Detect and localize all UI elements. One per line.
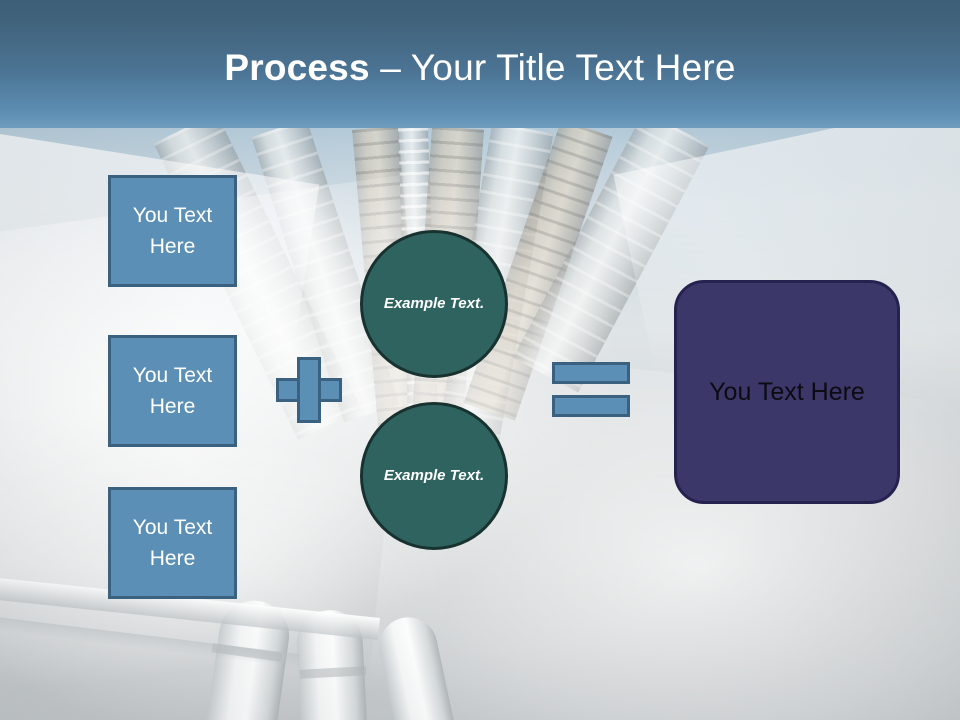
equals-icon-top-bar	[552, 362, 630, 384]
input-box-3-label: You Text Here	[132, 516, 213, 570]
input-box-2[interactable]: You Text Here	[108, 335, 237, 447]
plus-icon-centre-fill	[300, 381, 318, 399]
example-circle-2-label: Example Text.	[383, 467, 485, 484]
page-title-strong: Process	[224, 47, 370, 88]
example-circle-1-label: Example Text.	[383, 295, 485, 312]
page-title-rest: – Your Title Text Here	[369, 47, 736, 88]
input-box-2-label: You Text Here	[132, 364, 213, 418]
equals-icon	[552, 362, 630, 417]
example-circle-1[interactable]: Example Text.	[360, 230, 508, 378]
equals-icon-bottom-bar	[552, 395, 630, 417]
plus-icon	[276, 357, 342, 423]
result-box[interactable]: You Text Here	[674, 280, 900, 504]
result-box-label: You Text Here	[709, 378, 865, 406]
example-circle-2[interactable]: Example Text.	[360, 402, 508, 550]
input-box-1-label: You Text Here	[132, 204, 213, 258]
title-bar: Process – Your Title Text Here	[0, 0, 960, 128]
input-box-3[interactable]: You Text Here	[108, 487, 237, 599]
page-title: Process – Your Title Text Here	[0, 46, 960, 90]
input-box-1[interactable]: You Text Here	[108, 175, 237, 287]
